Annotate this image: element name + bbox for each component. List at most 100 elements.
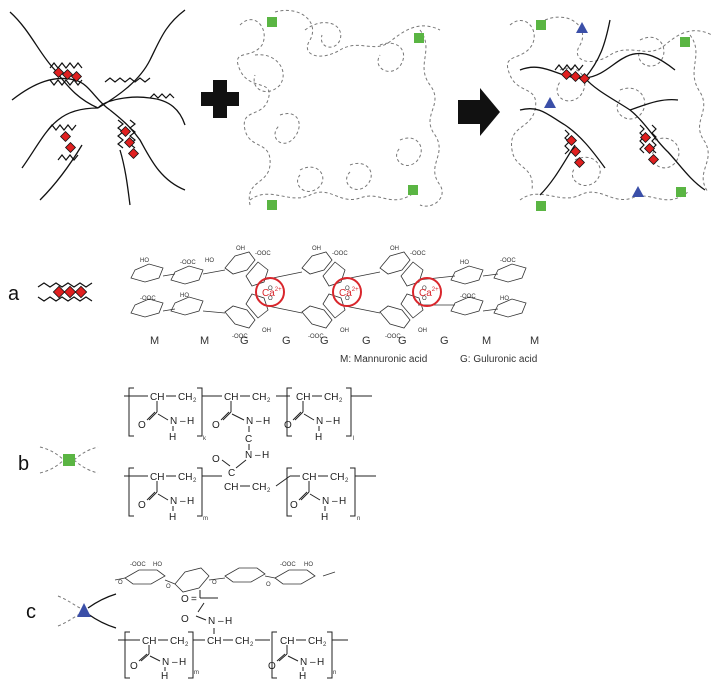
residue-label: G xyxy=(362,335,371,347)
svg-text:-OOC: -OOC xyxy=(180,260,196,266)
svg-text:-OOC: -OOC xyxy=(500,258,516,264)
svg-text:N: N xyxy=(300,657,307,668)
interpenetrating-crosslink-icon xyxy=(544,22,644,197)
panel-label-a: a xyxy=(8,283,20,305)
svg-text:–: – xyxy=(256,416,262,427)
svg-text:n: n xyxy=(357,516,360,522)
svg-text:CH: CH xyxy=(142,636,156,647)
svg-text:HO: HO xyxy=(304,562,313,568)
svg-text:N: N xyxy=(245,450,252,461)
svg-text:HO: HO xyxy=(205,258,214,264)
svg-text:HO: HO xyxy=(180,293,189,299)
svg-text:N: N xyxy=(246,416,253,427)
svg-text:O: O xyxy=(212,420,220,431)
svg-text:CH: CH xyxy=(150,392,164,403)
residue-labels: M M G G G G G G M M xyxy=(150,335,539,347)
svg-text:CH: CH xyxy=(224,392,238,403)
residue-label: G xyxy=(440,335,449,347)
svg-text:H: H xyxy=(333,416,340,427)
svg-text:H: H xyxy=(169,512,176,523)
svg-text:O: O xyxy=(268,286,273,292)
polyacrylamide-network xyxy=(237,10,443,210)
svg-text:O: O xyxy=(212,454,220,465)
svg-text:=: = xyxy=(191,594,197,605)
svg-text:2: 2 xyxy=(250,642,254,648)
svg-text:N: N xyxy=(162,657,169,668)
svg-text:HO: HO xyxy=(460,260,469,266)
svg-text:2: 2 xyxy=(193,398,197,404)
svg-text:CH: CH xyxy=(235,636,249,647)
svg-text:2: 2 xyxy=(185,642,189,648)
svg-text:-OOC: -OOC xyxy=(232,334,248,340)
svg-text:–: – xyxy=(172,657,178,668)
svg-text:N: N xyxy=(170,416,177,427)
svg-text:N: N xyxy=(322,496,329,507)
svg-text:-OOC: -OOC xyxy=(280,562,296,568)
svg-text:O: O xyxy=(266,582,271,588)
svg-text:–: – xyxy=(180,496,186,507)
svg-text:-OOC: -OOC xyxy=(140,296,156,302)
svg-text:CH: CH xyxy=(224,482,238,493)
svg-text:-OOC: -OOC xyxy=(460,294,476,300)
residue-label: M xyxy=(150,335,159,347)
svg-text:–: – xyxy=(255,450,261,461)
svg-text:-OOC: -OOC xyxy=(332,251,348,257)
interpenetrating-crosslink-legend xyxy=(57,593,117,629)
svg-text:OH: OH xyxy=(390,246,399,252)
svg-text:CH: CH xyxy=(302,472,316,483)
svg-text:H: H xyxy=(225,616,232,627)
svg-text:CH: CH xyxy=(178,392,192,403)
svg-text:-OOC: -OOC xyxy=(255,251,271,257)
svg-text:H: H xyxy=(339,496,346,507)
svg-text:N: N xyxy=(208,616,215,627)
svg-text:O: O xyxy=(345,286,350,292)
svg-text:O: O xyxy=(268,296,273,302)
svg-text:OH: OH xyxy=(340,328,349,334)
svg-text:OH: OH xyxy=(236,246,245,252)
svg-text:CH: CH xyxy=(252,392,266,403)
svg-text:m: m xyxy=(203,516,208,522)
svg-text:CH: CH xyxy=(170,636,184,647)
svg-text:H: H xyxy=(262,450,269,461)
svg-text:l: l xyxy=(353,436,354,442)
svg-text:n: n xyxy=(333,670,336,676)
svg-text:m: m xyxy=(194,670,199,676)
svg-text:CH: CH xyxy=(296,392,310,403)
svg-text:2: 2 xyxy=(193,478,197,484)
svg-text:2: 2 xyxy=(323,642,327,648)
svg-text:O: O xyxy=(422,296,427,302)
svg-text:–: – xyxy=(326,416,332,427)
svg-text:O: O xyxy=(284,420,292,431)
svg-text:k: k xyxy=(203,436,207,442)
alginate-network xyxy=(9,9,186,206)
svg-text:Ca2+: Ca2+ xyxy=(419,287,439,299)
svg-text:H: H xyxy=(315,432,322,443)
svg-text:O: O xyxy=(118,580,123,586)
svg-text:–: – xyxy=(218,616,224,627)
covalent-crosslink-legend xyxy=(39,446,99,474)
hybrid-network xyxy=(507,16,713,211)
svg-text:H: H xyxy=(321,512,328,523)
svg-text:OH: OH xyxy=(312,246,321,252)
ionic-crosslink-legend xyxy=(37,282,93,302)
svg-text:2: 2 xyxy=(267,488,271,494)
svg-text:2: 2 xyxy=(339,398,343,404)
svg-text:CH: CH xyxy=(280,636,294,647)
residue-label: M xyxy=(530,335,539,347)
svg-text:H: H xyxy=(317,657,324,668)
svg-text:–: – xyxy=(332,496,338,507)
svg-text:CH: CH xyxy=(330,472,344,483)
svg-text:Ca2+: Ca2+ xyxy=(339,287,359,299)
svg-text:O: O xyxy=(181,614,189,625)
residue-label: G xyxy=(320,335,329,347)
legend-guluronic: G: Guluronic acid xyxy=(460,354,537,365)
svg-text:CH: CH xyxy=(178,472,192,483)
svg-text:O: O xyxy=(138,500,146,511)
svg-text:O: O xyxy=(181,594,189,605)
plus-icon xyxy=(201,80,239,118)
svg-text:H: H xyxy=(299,671,306,680)
svg-text:O: O xyxy=(345,296,350,302)
svg-text:CH: CH xyxy=(150,472,164,483)
svg-text:-OOC: -OOC xyxy=(308,334,324,340)
